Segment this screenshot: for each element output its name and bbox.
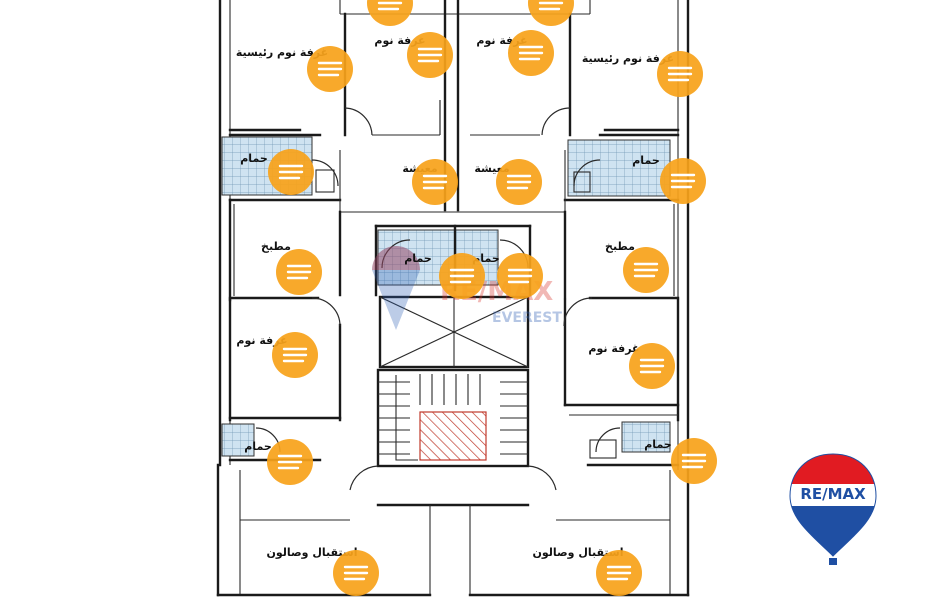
- stair-treads: [378, 374, 528, 455]
- text-lines-icon[interactable]: [407, 32, 453, 78]
- label-bath-lower-left: حمام: [244, 440, 272, 453]
- text-lines-icon[interactable]: [307, 46, 353, 92]
- info-markers: [267, 0, 717, 596]
- text-lines-icon[interactable]: [268, 149, 314, 195]
- text-lines-icon[interactable]: [528, 0, 574, 26]
- stair-void: [419, 411, 487, 461]
- hall: [228, 150, 680, 213]
- label-reception-left: استقبال وصالون: [266, 546, 357, 559]
- label-bed-mid-right: غرفة نوم: [588, 342, 639, 355]
- lower-bathrooms: [221, 421, 680, 467]
- label-core-bath-left: حمام: [404, 252, 432, 265]
- text-lines-icon[interactable]: [671, 438, 717, 484]
- label-bath-upper-right: حمام: [632, 154, 660, 167]
- label-reception-right: استقبال وصالون: [532, 546, 623, 559]
- label-kitchen-right: مطبخ: [605, 240, 635, 253]
- label-master-bed-right: غرفة نوم رئيسية: [582, 52, 674, 65]
- reception: [216, 519, 690, 597]
- kitchens: [228, 198, 680, 302]
- text-lines-icon[interactable]: [660, 158, 706, 204]
- logo-text: RE/MAX: [800, 485, 866, 503]
- label-kitchen-left: مطبخ: [261, 240, 291, 253]
- text-lines-icon[interactable]: [596, 550, 642, 596]
- label-bath-lower-right: حمام: [644, 438, 672, 451]
- text-lines-icon[interactable]: [367, 0, 413, 26]
- remax-logo: RE/MAX: [789, 453, 877, 565]
- text-lines-icon[interactable]: [657, 51, 703, 97]
- label-bed-mid-left: غرفة نوم: [236, 334, 287, 347]
- text-lines-icon[interactable]: [272, 332, 318, 378]
- text-lines-icon[interactable]: [623, 247, 669, 293]
- text-lines-icon[interactable]: [439, 253, 485, 299]
- text-lines-icon[interactable]: [276, 249, 322, 295]
- text-lines-icon[interactable]: [412, 159, 458, 205]
- text-lines-icon[interactable]: [497, 253, 543, 299]
- label-bath-upper-left: حمام: [240, 152, 268, 165]
- text-lines-icon[interactable]: [496, 159, 542, 205]
- text-lines-icon[interactable]: [333, 550, 379, 596]
- text-lines-icon[interactable]: [267, 439, 313, 485]
- watermark-office: EVEREST: [492, 310, 562, 326]
- label-master-bed-left: غرفة نوم رئيسية: [236, 46, 328, 59]
- text-lines-icon[interactable]: [508, 30, 554, 76]
- mid-bedrooms: [228, 297, 680, 422]
- text-lines-icon[interactable]: [629, 343, 675, 389]
